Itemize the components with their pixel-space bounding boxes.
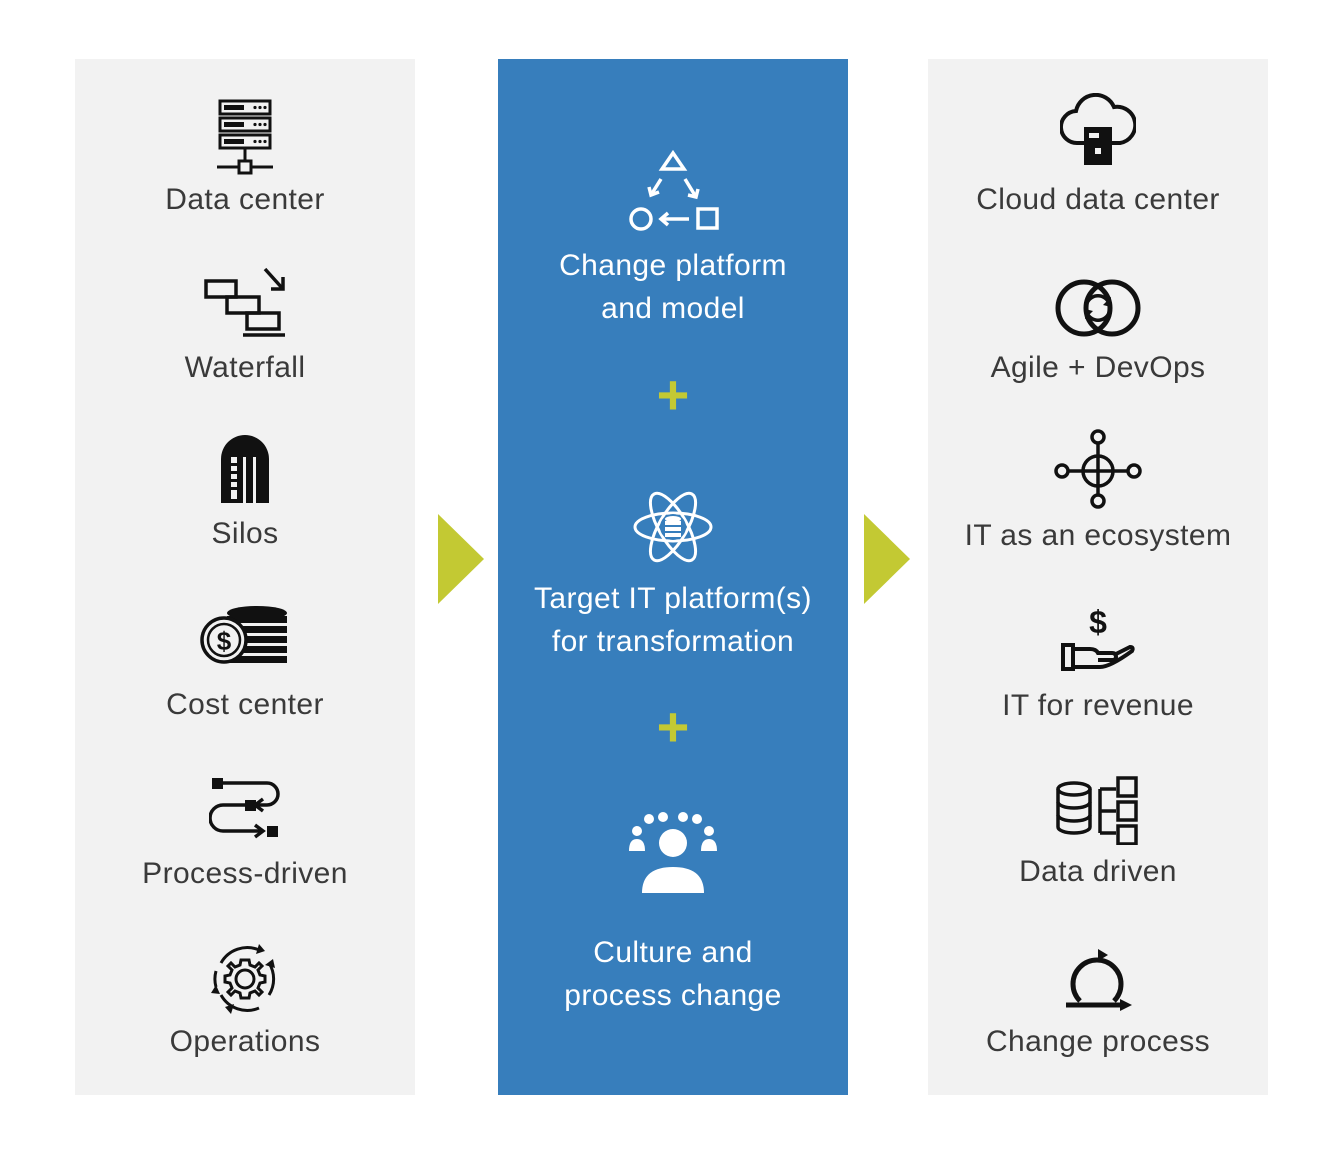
label-line-1: Change platform <box>559 249 787 282</box>
cloud-server-icon <box>1060 93 1136 165</box>
item-label: Cloud data center <box>976 183 1220 216</box>
item-label: IT for revenue <box>1002 689 1194 722</box>
svg-text:$: $ <box>217 626 232 656</box>
agile-loop-icon <box>1055 279 1141 337</box>
label-line-1: Target IT platform(s) <box>534 582 812 615</box>
future-state-panel: Cloud data center Agile + DevOps IT a <box>928 59 1268 1095</box>
current-state-panel: Data center Waterfall Silos <box>75 59 415 1095</box>
plus-sign-1: + <box>656 363 690 426</box>
server-rack-icon <box>217 99 273 175</box>
cycle-shapes-icon <box>629 149 719 231</box>
transition-arrow-2 <box>864 514 910 604</box>
item-label: Culture and process change <box>498 931 848 1017</box>
hand-dollar-icon: $ <box>1061 605 1135 671</box>
loop-arrow-icon <box>1066 949 1132 1011</box>
silo-icon <box>221 435 269 503</box>
item-label: Data center <box>165 183 325 216</box>
process-flow-icon <box>209 778 280 839</box>
item-label: Silos <box>211 517 279 550</box>
item-label: Target IT platform(s) for transformation <box>498 577 848 663</box>
item-label: Change process <box>985 1025 1211 1058</box>
item-label: Operations <box>169 1025 321 1058</box>
item-label: Process-driven <box>142 857 348 890</box>
label-line-2: process change <box>564 979 782 1012</box>
transition-arrow-1 <box>438 514 484 604</box>
waterfall-icon <box>204 267 285 337</box>
item-label: IT as an ecosystem <box>964 519 1232 552</box>
item-label: Agile + DevOps <box>990 351 1206 384</box>
item-label: Cost center <box>166 688 324 721</box>
label-line-1: Culture and <box>593 936 753 969</box>
coins-icon: $ <box>200 606 287 664</box>
atom-database-icon <box>633 491 713 563</box>
label-line-2: and model <box>601 292 745 325</box>
item-label: Change platform and model <box>498 244 848 330</box>
transformation-panel: Change platform and model + Target IT pl… <box>498 59 848 1095</box>
item-label: Data driven <box>1019 855 1177 888</box>
people-group-icon <box>629 812 717 893</box>
network-hub-icon <box>1054 429 1142 509</box>
item-label: Waterfall <box>184 351 306 384</box>
gear-cycle-icon <box>211 944 276 1014</box>
plus-sign-2: + <box>656 695 690 758</box>
database-tree-icon <box>1056 776 1138 845</box>
svg-text:$: $ <box>1089 605 1107 640</box>
label-line-2: for transformation <box>551 625 795 658</box>
